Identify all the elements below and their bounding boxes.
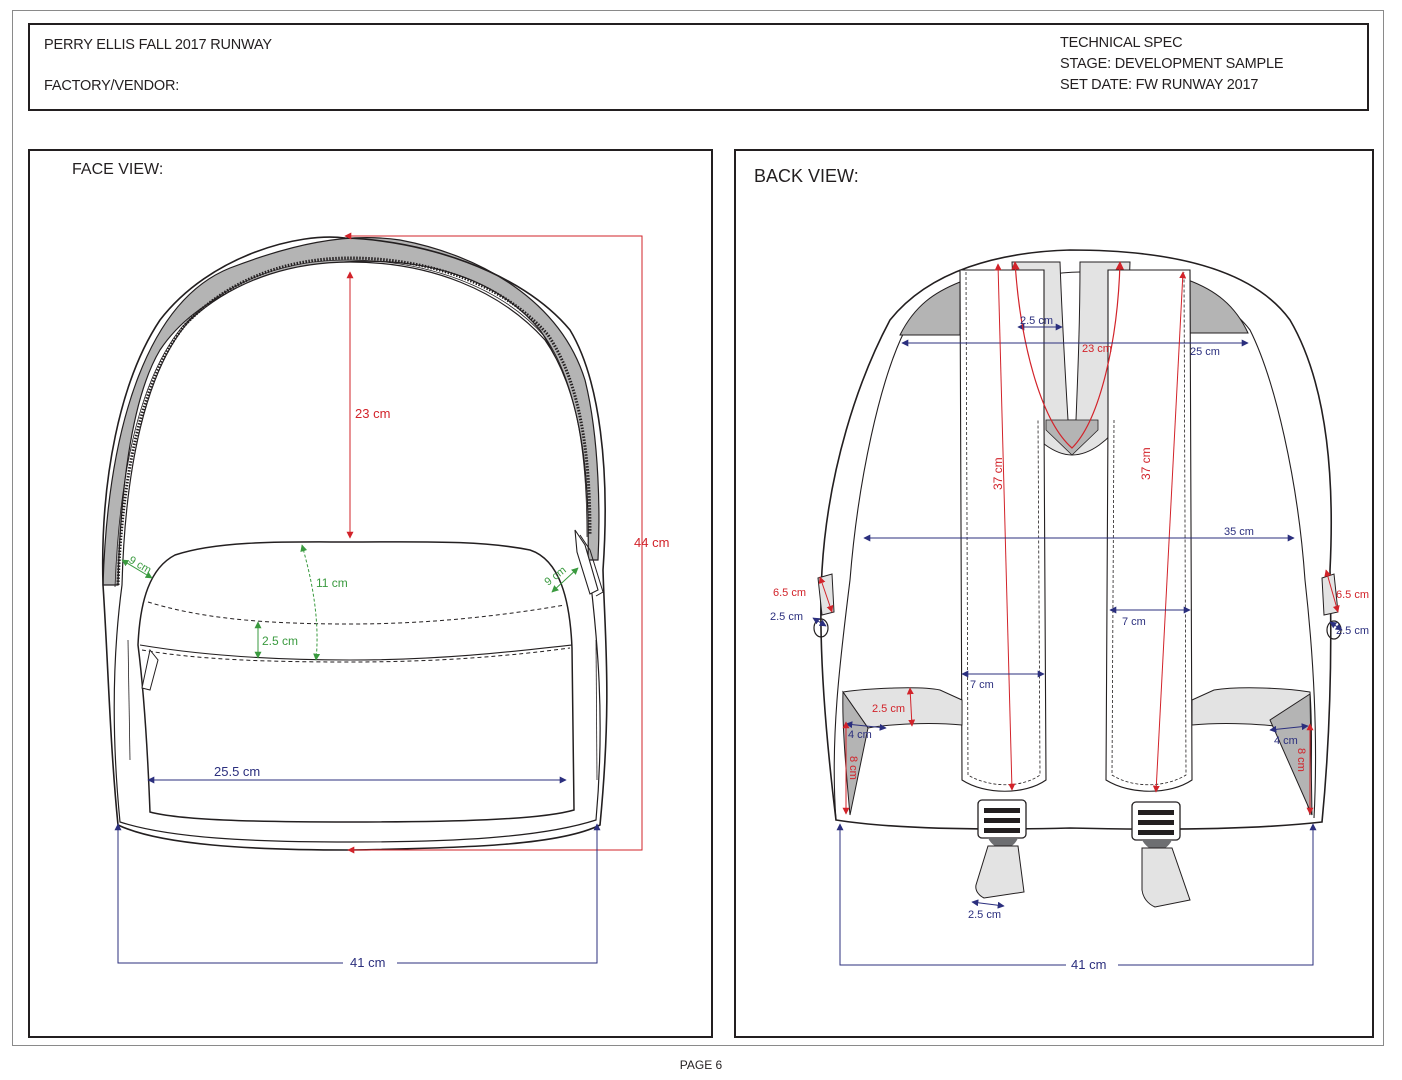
set-date-label: SET DATE: FW RUNWAY 2017 (1060, 77, 1259, 93)
face-view-panel: FACE VIEW: (28, 149, 713, 1038)
title-block: PERRY ELLIS FALL 2017 RUNWAY FACTORY/VEN… (28, 23, 1369, 111)
spec-title: TECHNICAL SPEC (1060, 35, 1183, 51)
stage-label: STAGE: DEVELOPMENT SAMPLE (1060, 56, 1284, 72)
page-number: PAGE 6 (679, 1058, 723, 1072)
face-view-title: FACE VIEW: (72, 161, 164, 178)
back-view-panel: BACK VIEW: (734, 149, 1374, 1038)
back-view-title: BACK VIEW: (754, 166, 859, 186)
factory-vendor-label: FACTORY/VENDOR: (44, 78, 180, 94)
page-frame (12, 10, 1384, 1046)
collection-name: PERRY ELLIS FALL 2017 RUNWAY (44, 37, 272, 53)
